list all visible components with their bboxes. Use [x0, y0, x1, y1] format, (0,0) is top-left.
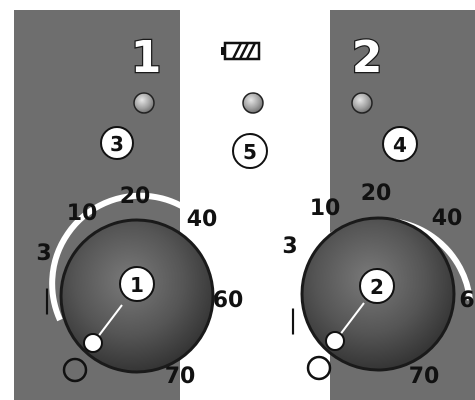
zone-1-tick-40: 40	[187, 207, 218, 232]
center-led-callout-label: 5	[243, 140, 257, 164]
zone-1-knob-callout: 1	[119, 266, 155, 302]
zone-2-tick-10: 10	[310, 196, 341, 221]
heating-plate-icon	[221, 41, 261, 61]
zone-1-tick-60: 60	[213, 288, 244, 313]
zone-2-on-mark	[306, 355, 332, 381]
zone-1-indicator-led	[133, 92, 155, 114]
zone-1-number: 1	[131, 32, 162, 83]
zone-2-knob-pointer-tip	[325, 331, 345, 351]
zone-1-tick-10: 10	[67, 201, 98, 226]
zone-2-indicator-led	[351, 92, 373, 114]
zone-2-led-callout-label: 4	[393, 133, 407, 157]
zone-1-led-callout: 3	[100, 126, 134, 160]
zone-1-led-callout-label: 3	[110, 132, 124, 156]
zone-2-tick-40: 40	[432, 206, 463, 231]
zone-1-tick-3: 3	[36, 241, 51, 266]
center-panel	[180, 0, 330, 400]
zone-2-tick-70: 70	[409, 364, 440, 389]
zone-1-knob-pointer-tip	[83, 333, 103, 353]
zone-2-knob-callout-label: 2	[370, 275, 384, 299]
zone-2-knob-callout: 2	[359, 268, 395, 304]
center-indicator-led	[242, 92, 264, 114]
zone-1-on-mark	[62, 357, 88, 383]
zone-2-off-mark: |	[289, 305, 298, 335]
zone-1-dial-scale	[49, 192, 232, 332]
zone-1-dial-scale-end	[197, 328, 218, 357]
zone-1-knob-callout-label: 1	[130, 273, 144, 297]
zone-1-tick-20: 20	[120, 184, 151, 209]
zone-2-tick-60: 6	[459, 288, 474, 313]
zone-1-tick-70: 70	[165, 364, 196, 389]
zone-2-tick-3: 3	[282, 234, 297, 259]
zone-2-number: 2	[352, 32, 383, 83]
zone-2-tick-20: 20	[361, 181, 392, 206]
zone-1-off-mark: |	[43, 285, 52, 315]
zone-2-led-callout: 4	[382, 126, 418, 162]
center-led-callout: 5	[232, 133, 268, 169]
